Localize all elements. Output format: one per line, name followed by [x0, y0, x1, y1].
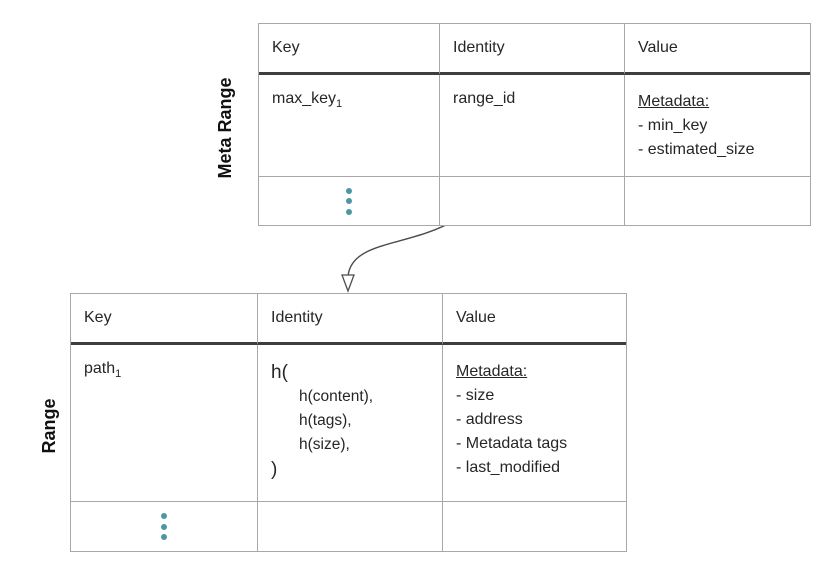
key-subscript: 1 [115, 368, 122, 380]
range-cell-identity: h( h(content), h(tags), h(size), ) [258, 345, 443, 502]
header-label: Identity [453, 39, 505, 56]
range-header-key: Key [71, 294, 258, 345]
meta-cell-identity: range_id [440, 75, 625, 177]
key-subscript: 1 [336, 98, 343, 110]
meta-cell-key: max_key1 [259, 75, 440, 177]
meta-cell-value: Metadata: - min_key - estimated_size [625, 75, 810, 177]
range-empty-cell [258, 502, 443, 551]
header-label: Key [84, 309, 112, 326]
range-label: Range [39, 398, 59, 454]
key-name: max_key [272, 90, 337, 107]
vertical-ellipsis-icon [346, 187, 352, 215]
range-empty-cell [443, 502, 626, 551]
range-table: Key Identity Value path1 h( h(content), … [70, 293, 627, 552]
metadata-title: Metadata: [456, 363, 528, 380]
metadata-item: - estimated_size [638, 141, 755, 158]
dot [346, 208, 352, 215]
key-name: path [84, 360, 116, 377]
dot [346, 198, 352, 204]
hash-arg: h(content), [299, 388, 374, 405]
dot [346, 187, 352, 194]
meta-header-value: Value [625, 24, 810, 75]
identity-value: range_id [453, 90, 516, 107]
hash-expression: h( h(content), h(tags), h(size), ) [271, 360, 430, 482]
range-ellipsis-cell [71, 502, 258, 551]
range-header-identity: Identity [258, 294, 443, 345]
metadata-item: - address [456, 411, 523, 428]
metadata-list: - size - address - Metadata tags - last_… [456, 384, 614, 480]
meta-header-key: Key [259, 24, 440, 75]
header-label: Identity [271, 309, 323, 326]
metadata-list: - min_key - estimated_size [638, 114, 798, 162]
meta-header-identity: Identity [440, 24, 625, 75]
hash-close: ) [271, 459, 278, 480]
dot [161, 513, 167, 519]
meta-range-label: Meta Range [215, 77, 235, 179]
dot [161, 523, 167, 530]
header-label: Key [272, 39, 300, 56]
range-cell-value: Metadata: - size - address - Metadata ta… [443, 345, 626, 502]
metadata-item: - Metadata tags [456, 435, 568, 452]
meta-empty-cell [440, 177, 625, 225]
dot [161, 534, 167, 540]
header-label: Value [456, 309, 496, 326]
metadata-item: - min_key [638, 117, 708, 134]
vertical-ellipsis-icon [161, 513, 167, 540]
hash-open: h( [271, 362, 288, 383]
hash-arg: h(size), [299, 436, 350, 453]
meta-empty-cell [625, 177, 810, 225]
metadata-item: - size [456, 387, 495, 404]
metadata-item: - last_modified [456, 459, 561, 476]
meta-range-table: Key Identity Value max_key1 range_id Met… [258, 23, 811, 226]
arrow-head-icon [341, 274, 355, 293]
range-header-value: Value [443, 294, 626, 345]
range-cell-key: path1 [71, 345, 258, 502]
hash-arg: h(tags), [299, 412, 352, 429]
meta-ellipsis-cell [259, 177, 440, 225]
header-label: Value [638, 39, 678, 56]
metadata-title: Metadata: [638, 93, 710, 110]
